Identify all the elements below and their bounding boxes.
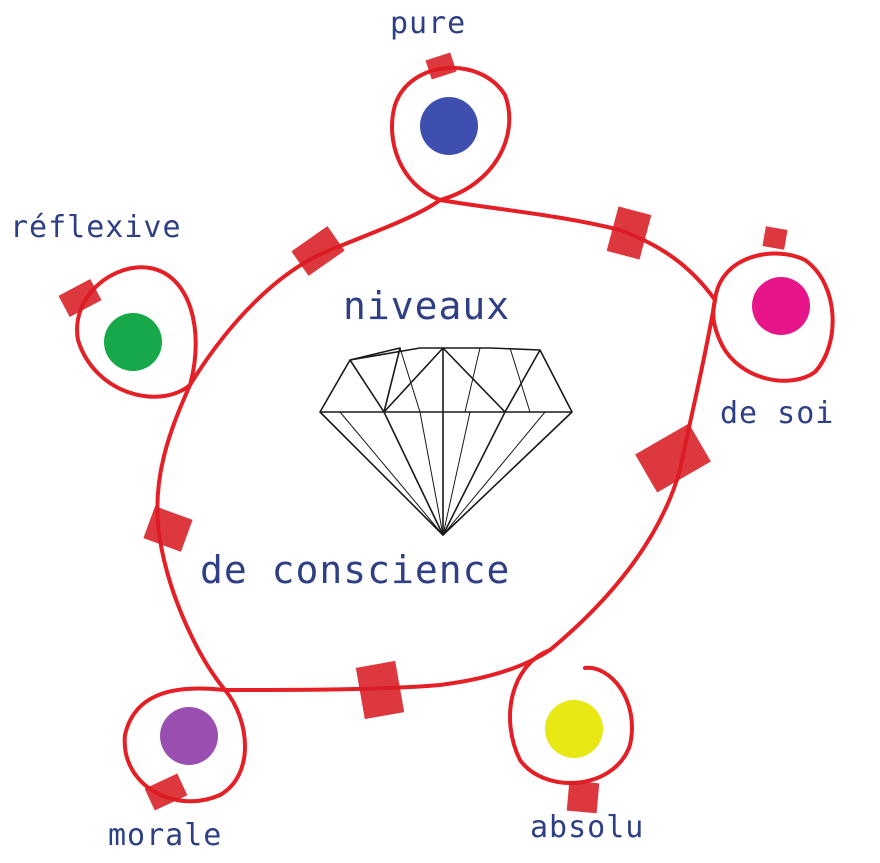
tape-right-loop [762,226,787,250]
node-dots [104,97,810,765]
tape-left [143,506,192,552]
center-title: niveaux [343,284,510,328]
dot-morale [160,707,218,765]
dot-absolu [545,700,603,758]
tape-bottom [356,661,404,719]
node-label-de-soi: de soi [720,396,834,431]
tape-upper-right [607,206,652,259]
tape-top [426,52,457,79]
node-label-pure: pure [390,6,466,41]
tape-bottom-left [145,774,188,811]
dot-reflexive [104,313,162,371]
tape-left-loop [58,279,101,317]
tape-upper-left [291,226,344,276]
dot-pure [420,97,478,155]
node-label-morale: morale [108,818,222,853]
tape-pieces [58,52,787,813]
tape-right [635,423,711,492]
tape-bottom-right [567,781,600,814]
diamond-icon [320,348,572,535]
red-string [77,68,833,801]
node-label-reflexive: réflexive [10,210,182,245]
node-label-absolu: absolu [530,810,644,845]
center-subtitle: de conscience [200,548,510,592]
dot-de-soi [752,277,810,335]
